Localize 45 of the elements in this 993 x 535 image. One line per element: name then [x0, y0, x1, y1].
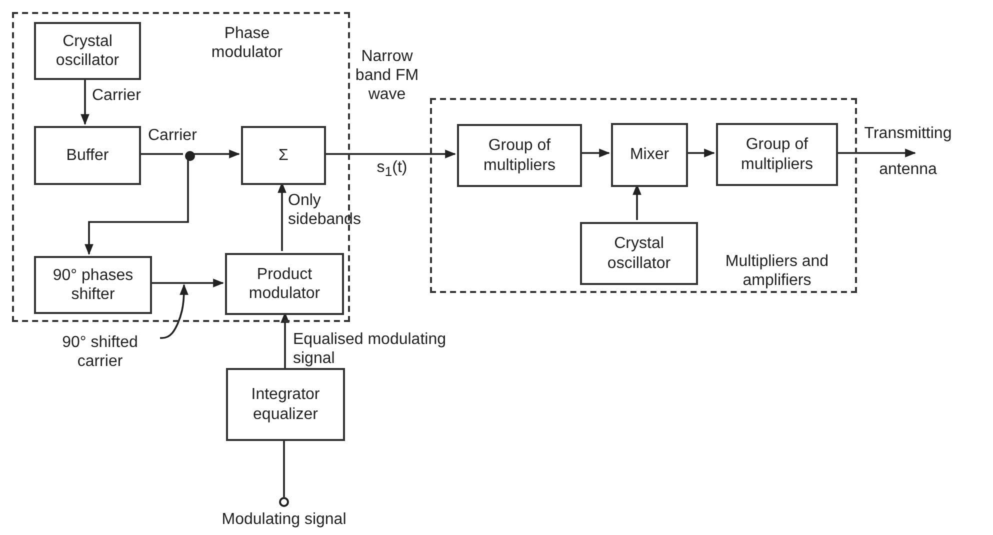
arrow — [150, 278, 224, 288]
group-title: Multipliers and amplifiers — [724, 252, 830, 290]
junction-dot — [185, 151, 195, 161]
box-label: Crystal oscillator — [54, 32, 120, 70]
signal-label: s$_{1}$(t) — [376, 158, 408, 180]
connector-line — [283, 441, 285, 497]
arrow — [80, 78, 90, 126]
process-box — [457, 124, 582, 187]
group-title: Phase modulator — [210, 24, 284, 62]
box-label: Buffer — [66, 146, 109, 166]
edge-label: Carrier — [92, 86, 142, 106]
box-label: 90° phases shifter — [52, 266, 134, 304]
edge-label: Equalised modulating signal — [293, 330, 447, 368]
box-label: Group of multipliers — [482, 136, 556, 175]
edge-label: Carrier — [148, 126, 198, 146]
process-box — [225, 253, 344, 315]
box-label: Product modulator — [248, 264, 322, 304]
leader-line — [160, 284, 188, 339]
process-box — [34, 256, 152, 314]
box-label: Mixer — [630, 145, 670, 165]
input-terminal — [279, 497, 289, 507]
arrow — [193, 150, 240, 158]
process-box — [580, 222, 698, 285]
arrow — [84, 159, 189, 256]
edge-label: Only sidebands — [288, 191, 362, 230]
arrow — [836, 148, 916, 158]
process-box — [226, 368, 345, 441]
dashed-group-box — [430, 98, 857, 293]
terminal-label: Modulating signal — [220, 510, 348, 530]
arrow — [324, 150, 456, 158]
arrow — [580, 148, 610, 158]
box-label: Integrator equalizer — [250, 385, 321, 424]
connector-line — [139, 153, 183, 155]
process-box — [611, 123, 688, 187]
edge-label: Narrow band FM wave — [354, 47, 420, 105]
process-box — [34, 126, 141, 185]
box-label: Group of multipliers — [740, 135, 814, 174]
callout-text: 90° shifted carrier — [40, 333, 160, 378]
edge-label: Transmitting antenna — [863, 124, 953, 180]
box-label: Crystal oscillator — [606, 234, 672, 273]
process-box — [716, 123, 838, 186]
process-box — [34, 22, 141, 80]
box-label: Σ — [278, 146, 288, 166]
arrow — [686, 148, 716, 158]
process-box — [241, 126, 326, 185]
